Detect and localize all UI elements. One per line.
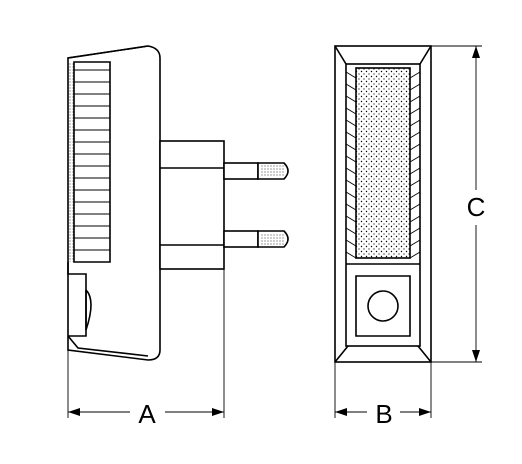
front-outer-frame — [334, 45, 432, 363]
side-bottom-edge — [67, 335, 149, 357]
front-sensor-icon — [367, 290, 399, 322]
grille-slat — [345, 155, 357, 163]
arrowhead-icon — [472, 350, 480, 362]
grille-slat — [409, 131, 421, 139]
front-bevel — [334, 45, 432, 363]
grille-slat — [345, 95, 357, 103]
grille-slat — [409, 191, 421, 199]
grille-slat — [345, 227, 357, 235]
grille-slat — [345, 167, 357, 175]
side-top-edge — [67, 45, 149, 59]
front-sensor-frame — [355, 275, 411, 337]
grille-slat — [409, 107, 421, 115]
grille-slat — [409, 179, 421, 187]
front-view — [334, 45, 432, 363]
front-inner-frame — [345, 63, 421, 347]
grille-slat — [345, 131, 357, 139]
arrowhead-icon — [68, 408, 80, 416]
dimension-b-label: B — [375, 399, 392, 429]
grille-slat — [409, 227, 421, 235]
side-grille-frame — [73, 61, 111, 263]
grille-slat — [409, 155, 421, 163]
grille-slat — [409, 95, 421, 103]
grille-slat — [409, 83, 421, 91]
side-body — [67, 45, 161, 361]
grille-slat — [345, 119, 357, 127]
arrowhead-icon — [472, 46, 480, 58]
dimension-c: C — [431, 45, 486, 363]
dimension-a-label: A — [138, 399, 156, 429]
dimension-c-label: C — [467, 192, 486, 222]
grille-slat — [409, 119, 421, 127]
grille-slat — [345, 251, 357, 259]
grille-slat — [409, 71, 421, 79]
grille-slat — [409, 251, 421, 259]
grille-slat — [345, 203, 357, 211]
grille-slat — [409, 203, 421, 211]
arrowhead-icon — [212, 408, 224, 416]
upper-prong — [223, 162, 289, 180]
arrowhead-icon — [419, 408, 431, 416]
grille-slat — [409, 167, 421, 175]
side-view — [67, 45, 289, 361]
plug-base — [159, 140, 225, 270]
side-speckle-strip — [68, 62, 74, 262]
grille-slat — [345, 239, 357, 247]
grille-slat — [409, 143, 421, 151]
grille-slat — [345, 179, 357, 187]
side-lower-notch — [67, 262, 87, 337]
arrowhead-icon — [335, 408, 347, 416]
dimension-a: A — [67, 269, 225, 429]
grille-slat — [345, 71, 357, 79]
grille-slat — [345, 107, 357, 115]
grille-slat — [409, 239, 421, 247]
grille-slat — [345, 143, 357, 151]
front-lens-speckle — [356, 68, 410, 258]
grille-slat — [345, 191, 357, 199]
grille-slat — [409, 215, 421, 223]
grille-slats — [74, 69, 110, 251]
lower-prong — [223, 230, 289, 248]
front-grille-slats — [345, 71, 421, 259]
grille-slat — [345, 215, 357, 223]
front-lens — [355, 67, 411, 259]
side-sensor-profile — [85, 289, 92, 331]
grille-slat — [345, 83, 357, 91]
dimension-b: B — [334, 362, 432, 429]
